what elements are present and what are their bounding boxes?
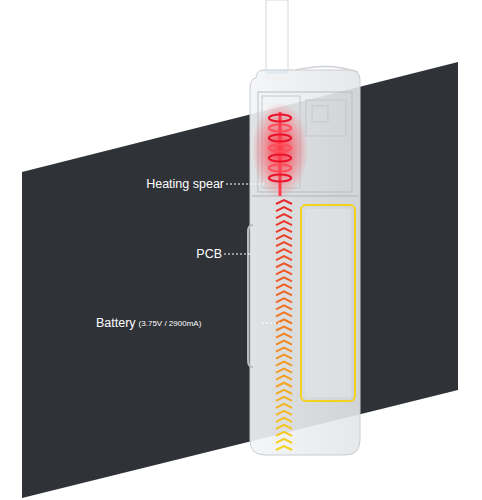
heat-glow bbox=[252, 102, 308, 198]
chevron bbox=[276, 249, 292, 253]
chevron bbox=[276, 284, 292, 288]
chevron bbox=[276, 242, 292, 246]
chevron bbox=[276, 334, 292, 338]
divider bbox=[252, 195, 358, 196]
chevron bbox=[276, 369, 292, 373]
inner-part bbox=[306, 100, 346, 136]
tobacco-stick bbox=[266, 0, 288, 78]
chevron bbox=[276, 362, 292, 366]
chevron bbox=[276, 256, 292, 260]
chevron bbox=[276, 235, 292, 239]
leader-line bbox=[262, 323, 280, 324]
coil-winding bbox=[269, 145, 291, 152]
chevron bbox=[276, 355, 292, 359]
chevron bbox=[276, 397, 292, 401]
chevron bbox=[276, 277, 292, 281]
battery-fill bbox=[305, 209, 351, 397]
pcb-board bbox=[248, 225, 253, 367]
chevron bbox=[276, 312, 292, 316]
chevron bbox=[276, 200, 292, 204]
chevron bbox=[276, 376, 292, 380]
lid-edge bbox=[296, 66, 358, 72]
chevron bbox=[276, 291, 292, 295]
part-label: (3.75V / 2900mA) bbox=[139, 320, 202, 328]
power-chevrons bbox=[276, 200, 292, 450]
battery-cell bbox=[301, 205, 355, 401]
chevron bbox=[276, 425, 292, 429]
coil-winding bbox=[269, 135, 291, 142]
chevron bbox=[276, 298, 292, 302]
chevron bbox=[276, 207, 292, 211]
chevron bbox=[276, 270, 292, 274]
coil-winding bbox=[269, 125, 291, 132]
leader-line bbox=[224, 254, 250, 255]
chevron bbox=[276, 305, 292, 309]
coil-winding bbox=[269, 155, 291, 162]
heating-coil bbox=[269, 115, 291, 182]
part-label: Heating spear bbox=[146, 178, 224, 191]
inner-part bbox=[312, 106, 328, 122]
coil-winding bbox=[269, 175, 291, 182]
chevron bbox=[276, 228, 292, 232]
part-label: Battery bbox=[96, 317, 136, 330]
device-housing bbox=[250, 70, 360, 455]
coil-winding bbox=[269, 165, 291, 172]
chevron bbox=[276, 404, 292, 408]
part-label: PCB bbox=[196, 248, 222, 261]
chevron bbox=[276, 439, 292, 443]
chevron bbox=[276, 411, 292, 415]
chevron bbox=[276, 214, 292, 218]
chevron bbox=[276, 341, 292, 345]
coil-winding bbox=[269, 115, 291, 122]
leader-line bbox=[226, 184, 266, 185]
chevron bbox=[276, 383, 292, 387]
chevron bbox=[276, 348, 292, 352]
chevron bbox=[276, 446, 292, 450]
chevron bbox=[276, 432, 292, 436]
chevron bbox=[276, 263, 292, 267]
chevron bbox=[276, 327, 292, 331]
chevron bbox=[276, 418, 292, 422]
chevron bbox=[276, 390, 292, 394]
background-band bbox=[22, 62, 458, 498]
chevron bbox=[276, 221, 292, 225]
